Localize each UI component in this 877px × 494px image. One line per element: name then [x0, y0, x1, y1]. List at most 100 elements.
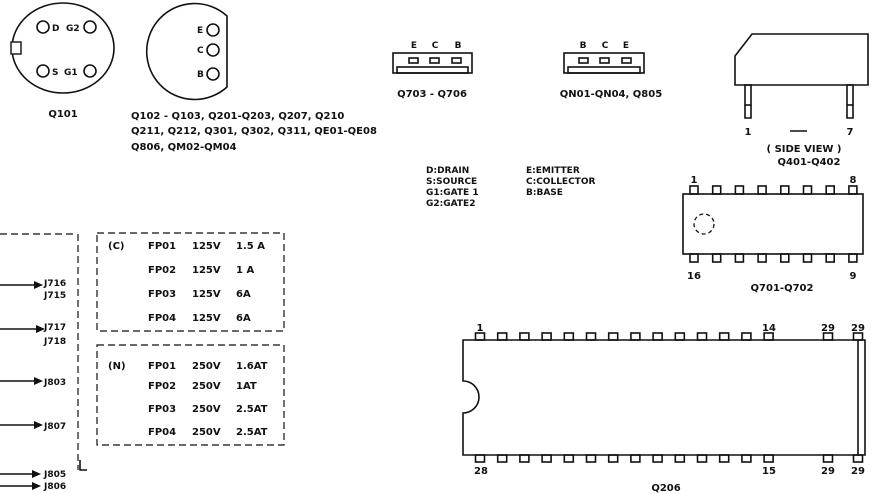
ic28-top-pin-9 — [652, 332, 663, 341]
ic28-top-pin-4 — [541, 332, 552, 341]
flat1-lead-2 — [429, 57, 440, 64]
flat1-lead-3 — [451, 57, 462, 64]
fuse-c-row4-name: FP04 — [148, 313, 176, 324]
ic16-bottom-pin-7 — [825, 253, 836, 263]
ic28-pin-28-label: 28 — [474, 466, 488, 477]
fet-part-label: Q101 — [48, 109, 77, 120]
legend-bjt-collector: C:COLLECTOR — [526, 177, 595, 187]
side-view-lead-1 — [744, 84, 752, 106]
fet-pin-drain — [36, 20, 50, 34]
fuse-c-row1-name: FP01 — [148, 241, 176, 252]
fuse-n-row3-current: 2.5AT — [236, 404, 268, 415]
ic16-pin-8-label: 8 — [850, 175, 857, 186]
ic28-top-pin-row — [474, 332, 864, 341]
fuse-n-row2-name: FP02 — [148, 381, 176, 392]
flat2-part-label: QN01-QN04, Q805 — [560, 89, 662, 100]
ic-28pin-package: 1 14 29 29 28 15 29 29 Q206 — [462, 323, 866, 494]
connector-label-j716: J716 — [43, 279, 66, 289]
ic28-pin-29-top-right-label: 29 — [851, 323, 865, 334]
ic28-pin-1-label: 1 — [477, 323, 484, 334]
side-view-lead-1-tip — [744, 105, 752, 119]
ic28-pin-14-label: 14 — [762, 323, 776, 334]
fuse-c-row2-name: FP02 — [148, 265, 176, 276]
fuse-c-row3-current: 6A — [236, 289, 251, 300]
flat1-pin-1-label: E — [411, 41, 417, 51]
flat2-lead-1 — [578, 57, 589, 64]
ic28-top-pin-11 — [696, 332, 708, 341]
fuse-table-c-border — [96, 232, 285, 332]
fet-pin-gate1 — [83, 64, 97, 78]
ic28-part-label: Q206 — [651, 483, 680, 494]
legend-fet-source: S:SOURCE — [426, 177, 477, 187]
side-view-lead-7 — [846, 84, 854, 106]
fuse-n-row4-voltage: 250V — [192, 427, 221, 438]
fet-package: D G2 S G1 Q101 — [10, 2, 115, 120]
ic16-pin-1-label: 1 — [691, 175, 698, 186]
ic28-bottom-pin-4 — [541, 454, 552, 463]
ic28-bottom-pin-1 — [474, 454, 486, 463]
ic28-top-pin-13 — [741, 332, 752, 341]
fuse-n-row1-current: 1.6AT — [236, 361, 268, 372]
ic28-bottom-pin-15 — [822, 454, 834, 463]
legend-fet-drain: D:DRAIN — [426, 166, 469, 176]
ic16-bottom-pin-3 — [734, 253, 745, 263]
ic-16pin-package: 1 8 16 9 Q701-Q702 — [682, 175, 864, 294]
ic28-body — [462, 339, 866, 456]
flat2-base — [567, 66, 641, 74]
bjt-round-package: E C B Q102 - Q103, Q201-Q203, Q207, Q210… — [131, 2, 377, 153]
connector-arrow-j717 — [36, 325, 45, 333]
connector-arrow-j803 — [34, 377, 43, 385]
fuse-n-row1-voltage: 250V — [192, 361, 221, 372]
fuse-table-c-tag: (C) — [108, 241, 124, 252]
ic28-bottom-pin-13 — [741, 454, 752, 463]
flat-package-2: B C E QN01-QN04, Q805 — [560, 41, 662, 100]
ic16-top-pin-7 — [825, 185, 836, 195]
connector-arrow-j805 — [32, 470, 41, 478]
flat2-lead-3 — [621, 57, 632, 64]
ic28-pin-15-label: 15 — [762, 466, 776, 477]
side-view-package: 1 7 ( SIDE VIEW ) Q401-Q402 — [734, 33, 869, 168]
ic16-top-pin-3 — [734, 185, 745, 195]
ic16-body — [682, 193, 864, 255]
fuse-table-c: (C) FP01 125V 1.5 A FP02 125V 1 A FP03 1… — [96, 232, 285, 332]
ic16-top-pin-row — [689, 185, 858, 195]
fuse-c-row4-voltage: 125V — [192, 313, 221, 324]
ic28-top-pin-1 — [474, 332, 486, 341]
ic16-top-pin-1 — [689, 185, 699, 195]
ic16-top-pin-4 — [757, 185, 767, 195]
ic28-bottom-pin-9 — [652, 454, 663, 463]
side-view-caption: ( SIDE VIEW ) — [767, 144, 842, 155]
flat2-pin-2-label: C — [602, 41, 609, 51]
bjt-pin-collector-label: C — [197, 46, 204, 56]
flat1-base — [396, 66, 469, 74]
ic16-top-pin-8 — [848, 185, 858, 195]
ic16-bottom-pin-5 — [779, 253, 790, 263]
fuse-table-n-border — [96, 344, 285, 446]
ic28-pin-29-bottom-right-label: 29 — [851, 466, 865, 477]
ic28-bottom-pin-10 — [674, 454, 686, 463]
fuse-n-row4-name: FP04 — [148, 427, 176, 438]
bjt-pin-emitter-label: E — [197, 26, 203, 36]
side-view-lead-7-tip — [846, 105, 854, 119]
legend-fet-gate2: G2:GATE2 — [426, 199, 475, 209]
bjt-pin-base — [206, 67, 220, 81]
connector-label-j805: J805 — [43, 470, 66, 480]
fuse-table-n: (N) FP01 250V 1.6AT FP02 250V 1AT FP03 2… — [96, 344, 285, 446]
fet-body-outline — [11, 2, 115, 94]
ic28-bottom-pin-row — [474, 454, 864, 463]
side-view-pin-7-label: 7 — [847, 127, 854, 138]
side-view-pin-1-label: 1 — [745, 127, 752, 138]
ic28-bottom-pin-14 — [763, 454, 774, 463]
ic16-bottom-pin-2 — [711, 253, 722, 263]
connector-corner-mark — [79, 460, 87, 471]
ic28-bottom-pin-3 — [519, 454, 530, 463]
ic28-pin-29-top-label: 29 — [821, 323, 835, 334]
ic28-pin-29-bottom-label: 29 — [821, 466, 835, 477]
ic28-bottom-pin-5 — [563, 454, 575, 463]
flat1-pin-3-label: B — [455, 41, 462, 51]
side-view-part-label: Q401-Q402 — [778, 157, 841, 168]
ic28-top-pin-8 — [630, 332, 641, 341]
ic28-bottom-pin-2 — [496, 454, 508, 463]
fuse-c-row2-current: 1 A — [236, 265, 254, 276]
